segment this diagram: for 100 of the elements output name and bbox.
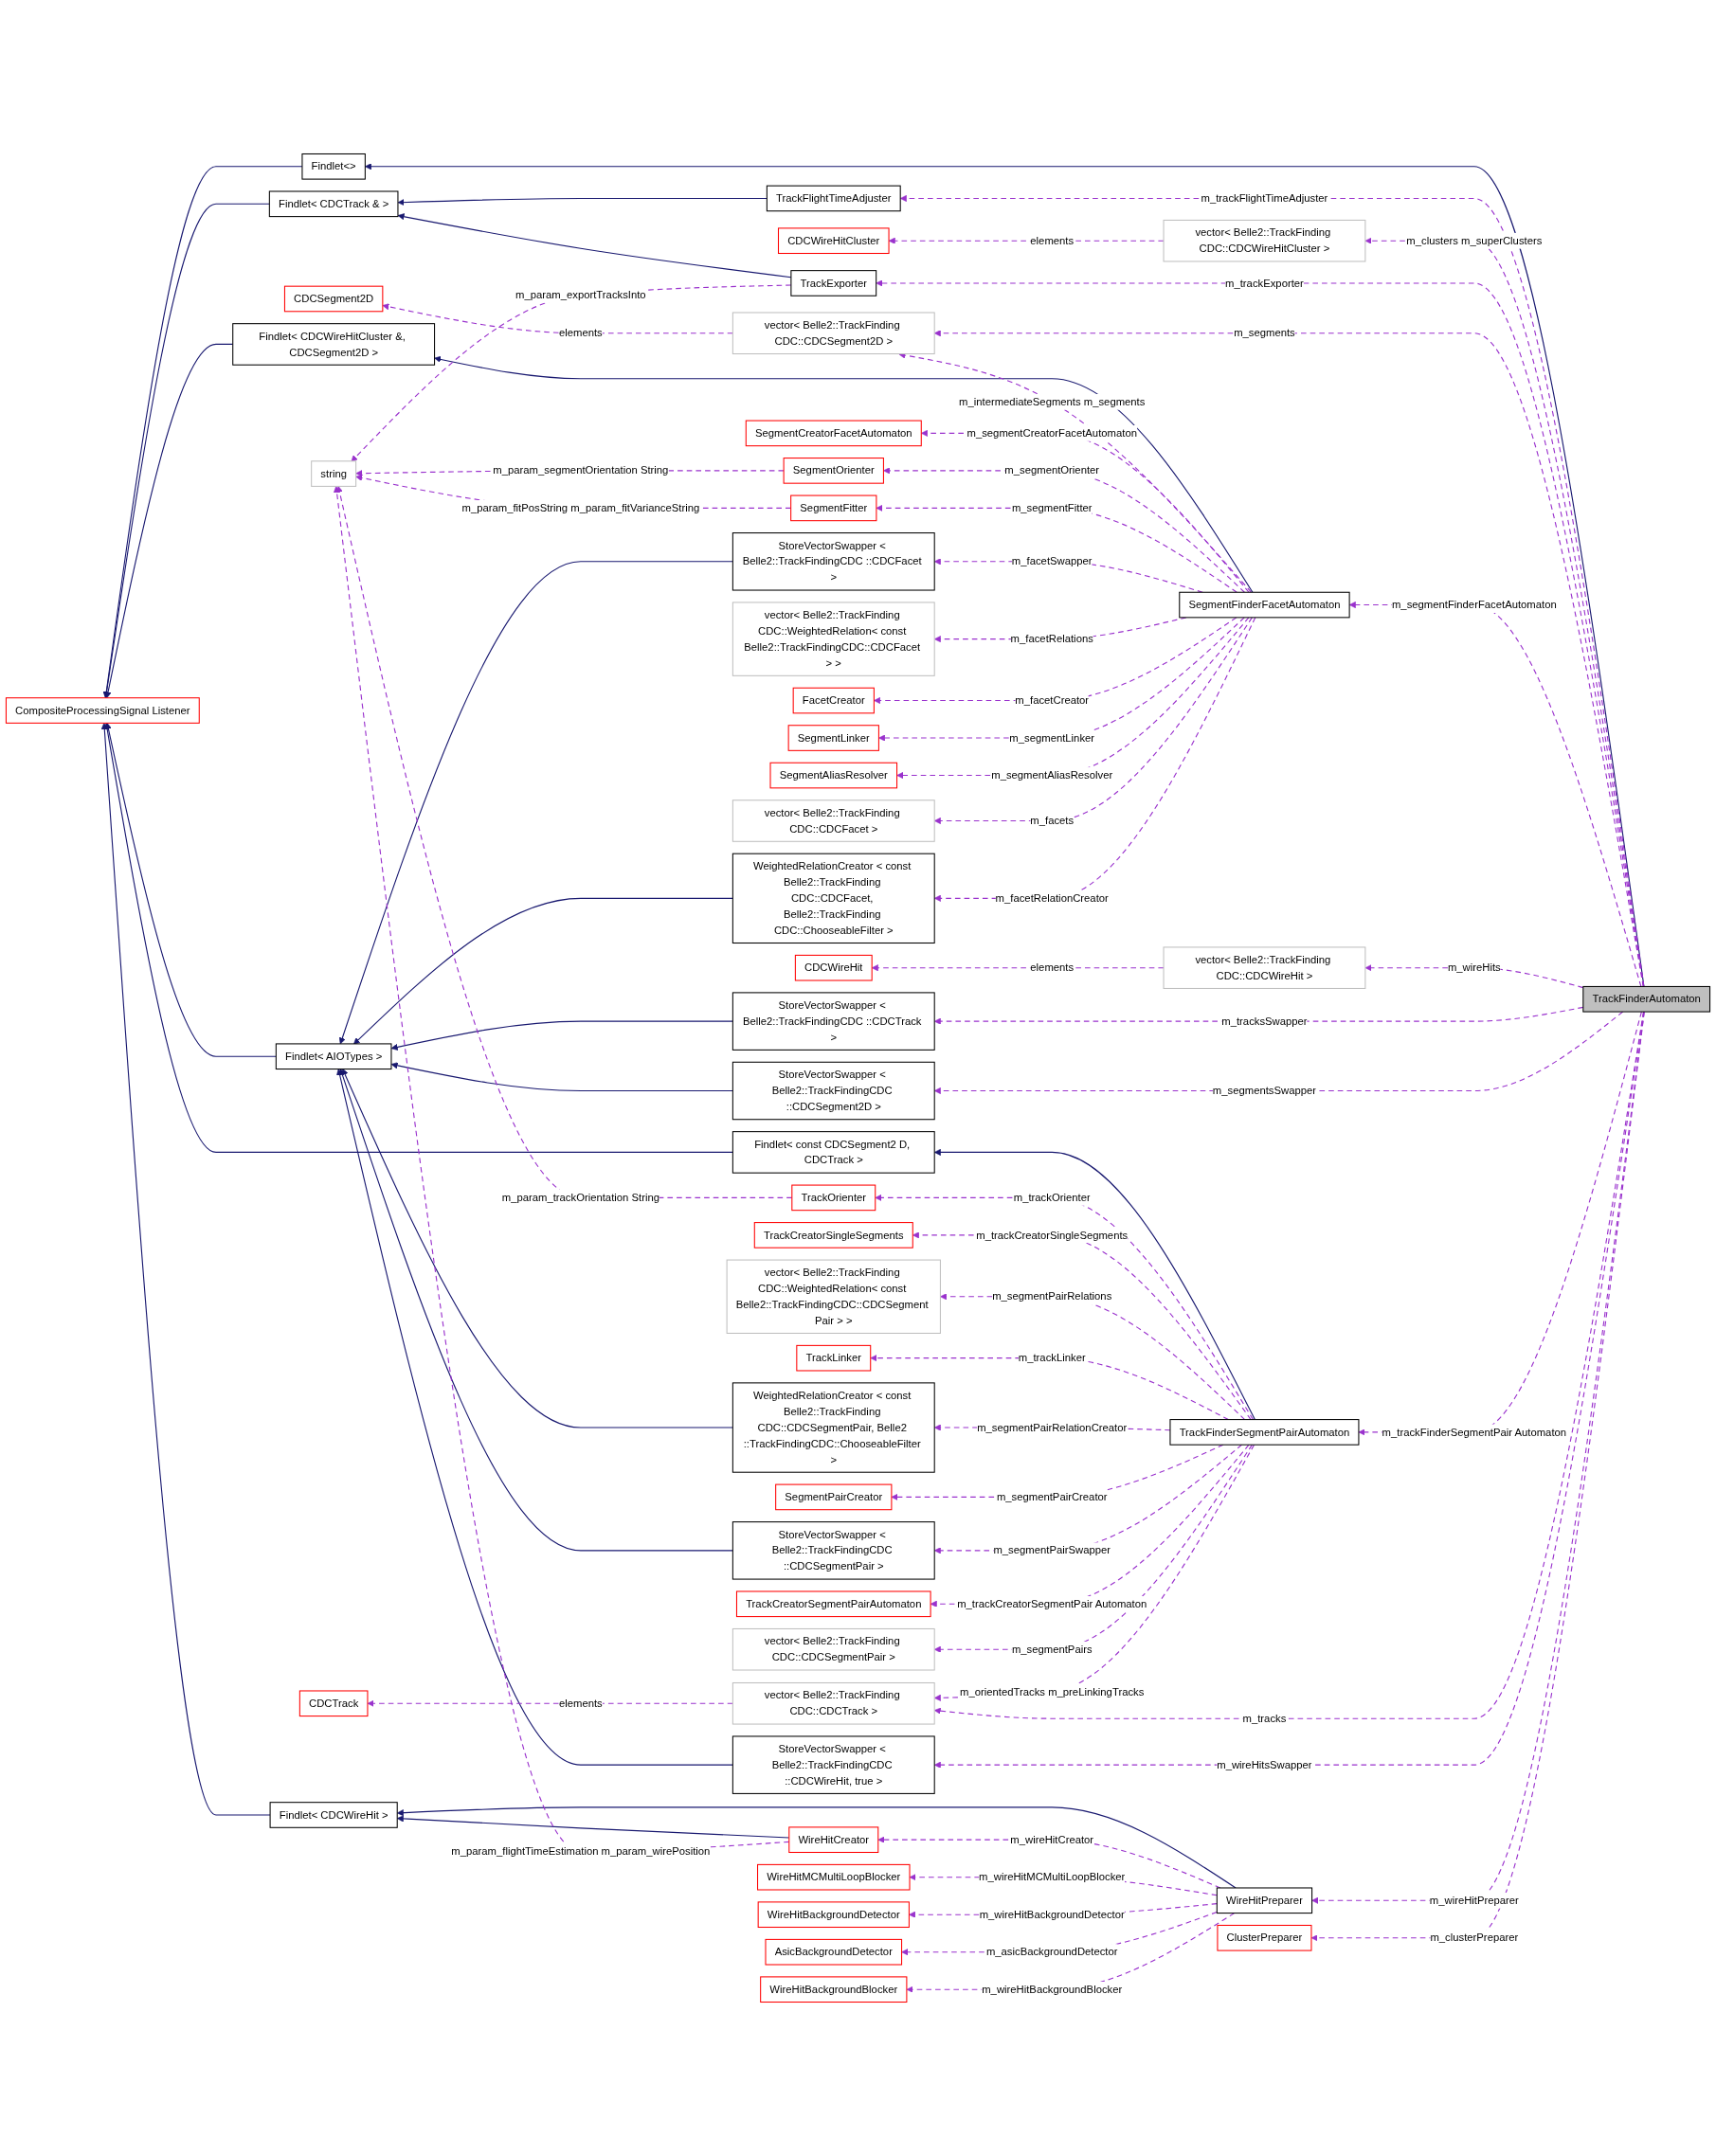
edge-label: m_segmentPairCreator: [996, 1490, 1108, 1503]
edge-label: m_segmentPairRelations: [992, 1289, 1112, 1303]
arrow: [338, 1069, 733, 1552]
edge-label: m_trackLinker: [1018, 1351, 1086, 1364]
node-box: Findlet< const CDCSegment2 D, CDCTrack >: [732, 1131, 935, 1174]
node-box: StoreVectorSwapper < Belle2::TrackFindingCDC ::CDCFacet >: [732, 532, 935, 591]
arrow: [353, 897, 733, 1045]
arrow: [338, 561, 733, 1045]
arrow: [390, 1062, 733, 1092]
node-box: TrackCreatorSingleSegments: [753, 1222, 913, 1249]
node-box: TrackFinderAutomaton: [1582, 985, 1711, 1013]
edge-label: m_tracksSwapper: [1221, 1015, 1308, 1028]
node-box: SegmentOrienter: [783, 458, 884, 484]
edge-label: m_segmentLinker: [1009, 731, 1095, 745]
edge-label: m_trackFinderSegmentPair Automaton: [1382, 1426, 1567, 1438]
node-box: StoreVectorSwapper < Belle2::TrackFindingCDC ::CDCWireHit, true >: [732, 1735, 935, 1794]
node-box: SegmentFinderFacetAutomaton: [1179, 591, 1350, 619]
arrow: [103, 203, 270, 699]
node-box: Findlet< CDCTrack & >: [268, 190, 399, 218]
edge-label: m_param_flightTimeEstimation m_param_wirePosition: [451, 1844, 711, 1858]
edge-label: m_wireHitPreparer: [1429, 1894, 1519, 1907]
node-box: AsicBackgroundDetector: [765, 1938, 903, 1966]
arrow: [100, 723, 271, 1816]
edge-label: m_segmentPairs: [1011, 1643, 1093, 1656]
edge-label: m_wireHitCreator: [1010, 1833, 1094, 1846]
edge-label: m_wireHitBackgroundDetector: [979, 1908, 1125, 1921]
edge-label: m_segmentFitter: [1011, 501, 1093, 514]
edge-label: m_trackExporter: [1225, 277, 1304, 289]
node-box: Findlet< CDCWireHit >: [269, 1802, 398, 1828]
node-box: vector< Belle2::TrackFinding CDC::CDCSegmentPair >: [732, 1627, 935, 1671]
node-box: SegmentCreatorFacetAutomaton: [745, 420, 922, 447]
edge-label: m_trackCreatorSegmentPair Automaton: [957, 1597, 1147, 1610]
node-box: SegmentPairCreator: [775, 1483, 893, 1511]
edge-label: m_clusters m_superClusters: [1406, 234, 1543, 247]
node-box: CompositeProcessingSignal Listener: [5, 697, 200, 724]
edge-label: m_wireHitsSwapper: [1217, 1758, 1312, 1771]
edge-label: elements: [1030, 234, 1075, 247]
arrow: [390, 1020, 733, 1051]
arrow: [103, 722, 733, 1153]
edge-label: m_param_segmentOrientation String: [493, 464, 669, 476]
arrow: [367, 1699, 733, 1707]
edge-label: m_facets: [1030, 814, 1075, 827]
node-box: WireHitBackgroundBlocker: [760, 1976, 908, 2003]
node-box: WireHitCreator: [788, 1826, 879, 1853]
edge-label: m_segmentsSwapper: [1212, 1084, 1317, 1097]
edge-label: m_facetCreator: [1015, 693, 1090, 707]
node-box: Findlet< CDCWireHitCluster &, CDCSegment2D >: [232, 323, 436, 366]
arrow: [906, 1913, 1236, 1993]
node-box: Findlet< AIOTypes >: [275, 1043, 392, 1070]
node-box: vector< Belle2::TrackFinding CDC::CDCTrack >: [732, 1682, 935, 1725]
node-box: ClusterPreparer: [1217, 1924, 1312, 1951]
node-box: WeightedRelationCreator < const Belle2::TrackFinding CDC::CDCSegmentPair, Belle2 ::TrackFindingCDC::ChooseableFilter >: [732, 1382, 935, 1473]
edge-label: elements: [1030, 961, 1075, 974]
node-box: vector< Belle2::TrackFinding CDC::CDCWireHitCluster >: [1163, 219, 1366, 262]
edge-label: m_wireHits: [1447, 961, 1501, 974]
node-box: CDCWireHitCluster: [777, 227, 890, 255]
edge-label: m_segmentPairRelationCreator: [977, 1421, 1128, 1434]
arrow: [104, 722, 277, 1057]
node-box: WireHitBackgroundDetector: [757, 1901, 910, 1929]
node-box: TrackLinker: [796, 1344, 872, 1372]
arrow: [397, 197, 768, 207]
node-box: StoreVectorSwapper < Belle2::TrackFindingCDC ::CDCSegment2D >: [732, 1061, 935, 1121]
arrow: [875, 1194, 1254, 1421]
edge-label: m_facetRelationCreator: [995, 891, 1109, 905]
edge-label: m_orientedTracks m_preLinkingTracks: [960, 1685, 1145, 1698]
node-box: CDCWireHit: [794, 954, 873, 981]
edge-label: m_wireHitBackgroundBlocker: [982, 1983, 1123, 1996]
edge-label: elements: [558, 326, 603, 339]
node-box: WireHitMCMultiLoopBlocker: [757, 1863, 911, 1891]
node-box: StoreVectorSwapper < Belle2::TrackFindingCDC ::CDCSegmentPair >: [732, 1521, 935, 1580]
node-box: SegmentFitter: [790, 494, 877, 522]
edge-label: elements: [558, 1697, 603, 1710]
node-box: WireHitPreparer: [1216, 1887, 1313, 1914]
node-box: CDCSegment2D: [283, 285, 384, 313]
arrow: [940, 1293, 1246, 1421]
edge-label: m_segmentAliasResolver: [991, 768, 1113, 782]
node-box: vector< Belle2::TrackFinding CDC::CDCSegment2D >: [732, 312, 935, 355]
edge-label: m_clusterPreparer: [1430, 1931, 1519, 1944]
node-box: TrackFinderSegmentPairAutomaton: [1169, 1419, 1360, 1446]
node-box: SegmentLinker: [787, 725, 879, 751]
node-box: TrackCreatorSegmentPairAutomaton: [735, 1590, 931, 1618]
node-box: string: [311, 460, 357, 487]
edge-label: m_tracks: [1242, 1712, 1287, 1725]
edge-label: m_facetSwapper: [1011, 554, 1093, 567]
edge-label: m_intermediateSegments m_segments: [959, 395, 1146, 408]
edge-label: m_wireHitMCMultiLoopBlocker: [979, 1870, 1126, 1883]
edge-label: m_segments: [1234, 326, 1295, 339]
node-box: vector< Belle2::TrackFinding CDC::WeightedRelation< const Belle2::TrackFindingCDC::CDCFacet > >: [732, 602, 935, 676]
node-box: Findlet<>: [301, 153, 366, 180]
node-box: TrackFlightTimeAdjuster: [766, 185, 901, 212]
arrow: [336, 1069, 733, 1766]
node-box: CDCTrack: [298, 1690, 369, 1717]
edge-label: m_segmentPairSwapper: [993, 1543, 1111, 1556]
edge-label: m_param_trackOrientation String: [501, 1191, 659, 1204]
edge-label: m_asicBackgroundDetector: [985, 1945, 1118, 1958]
node-box: TrackOrienter: [791, 1184, 876, 1212]
edge-label: m_trackFlightTimeAdjuster: [1201, 191, 1328, 205]
node-box: WeightedRelationCreator < const Belle2::TrackFinding CDC::CDCFacet, Belle2::TrackFinding CDC::ChooseableFilter >: [732, 853, 935, 944]
node-box: FacetCreator: [792, 687, 875, 714]
edge-label: m_facetRelations: [1010, 632, 1093, 645]
